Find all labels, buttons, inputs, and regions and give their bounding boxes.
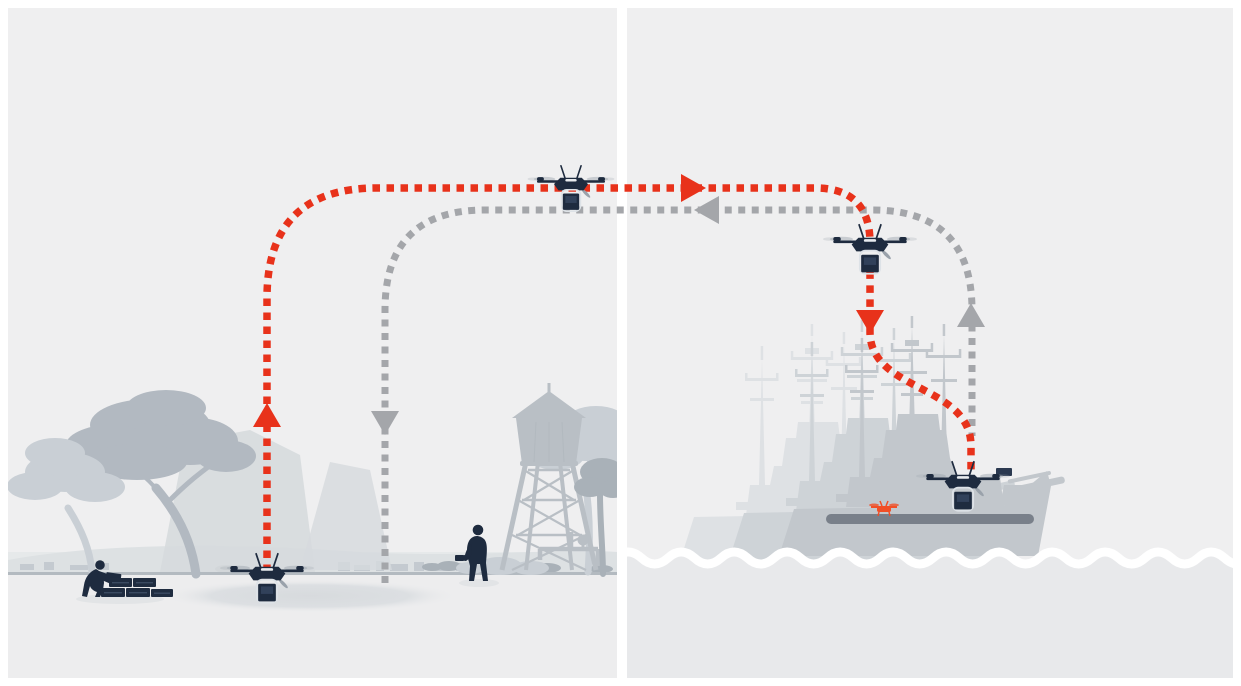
cargo-crates [101, 578, 173, 597]
return-arrow-up-icon [957, 303, 985, 327]
tower-pipe-and-valve [537, 532, 601, 566]
water-surface [627, 552, 1233, 678]
ship-dark-panel [996, 468, 1012, 476]
outbound-arrow-up-icon [253, 403, 281, 427]
crate-loader-person [76, 560, 173, 604]
outbound-route [253, 174, 975, 572]
return-arrow-down-icon [371, 411, 399, 435]
remote-control-icon [455, 555, 464, 561]
return-route-path [381, 206, 976, 583]
operator-person [455, 524, 499, 587]
valve-wheel-icon [577, 534, 589, 546]
deck-landing-strip [826, 514, 1034, 524]
ground-line [8, 572, 617, 575]
rocks [160, 430, 392, 572]
return-route [371, 196, 985, 583]
small-tree [8, 438, 125, 576]
edge-tree [574, 458, 617, 577]
outbound-arrow-right-icon [681, 174, 706, 202]
return-arrow-left-icon [694, 196, 719, 224]
warship-group [679, 316, 1066, 564]
panel-shore [8, 8, 617, 678]
operator-body [467, 535, 488, 581]
sea-water [627, 547, 1233, 678]
loader-head [95, 560, 105, 570]
panel-sea [627, 8, 1233, 678]
water-tower [499, 383, 601, 571]
outbound-arrow-down-icon [856, 310, 884, 334]
operator-shadow [459, 579, 499, 587]
operator-head [472, 524, 484, 536]
outbound-route-path [263, 184, 975, 572]
wave-line [627, 547, 1233, 569]
landing-pad-shadow [158, 579, 462, 613]
